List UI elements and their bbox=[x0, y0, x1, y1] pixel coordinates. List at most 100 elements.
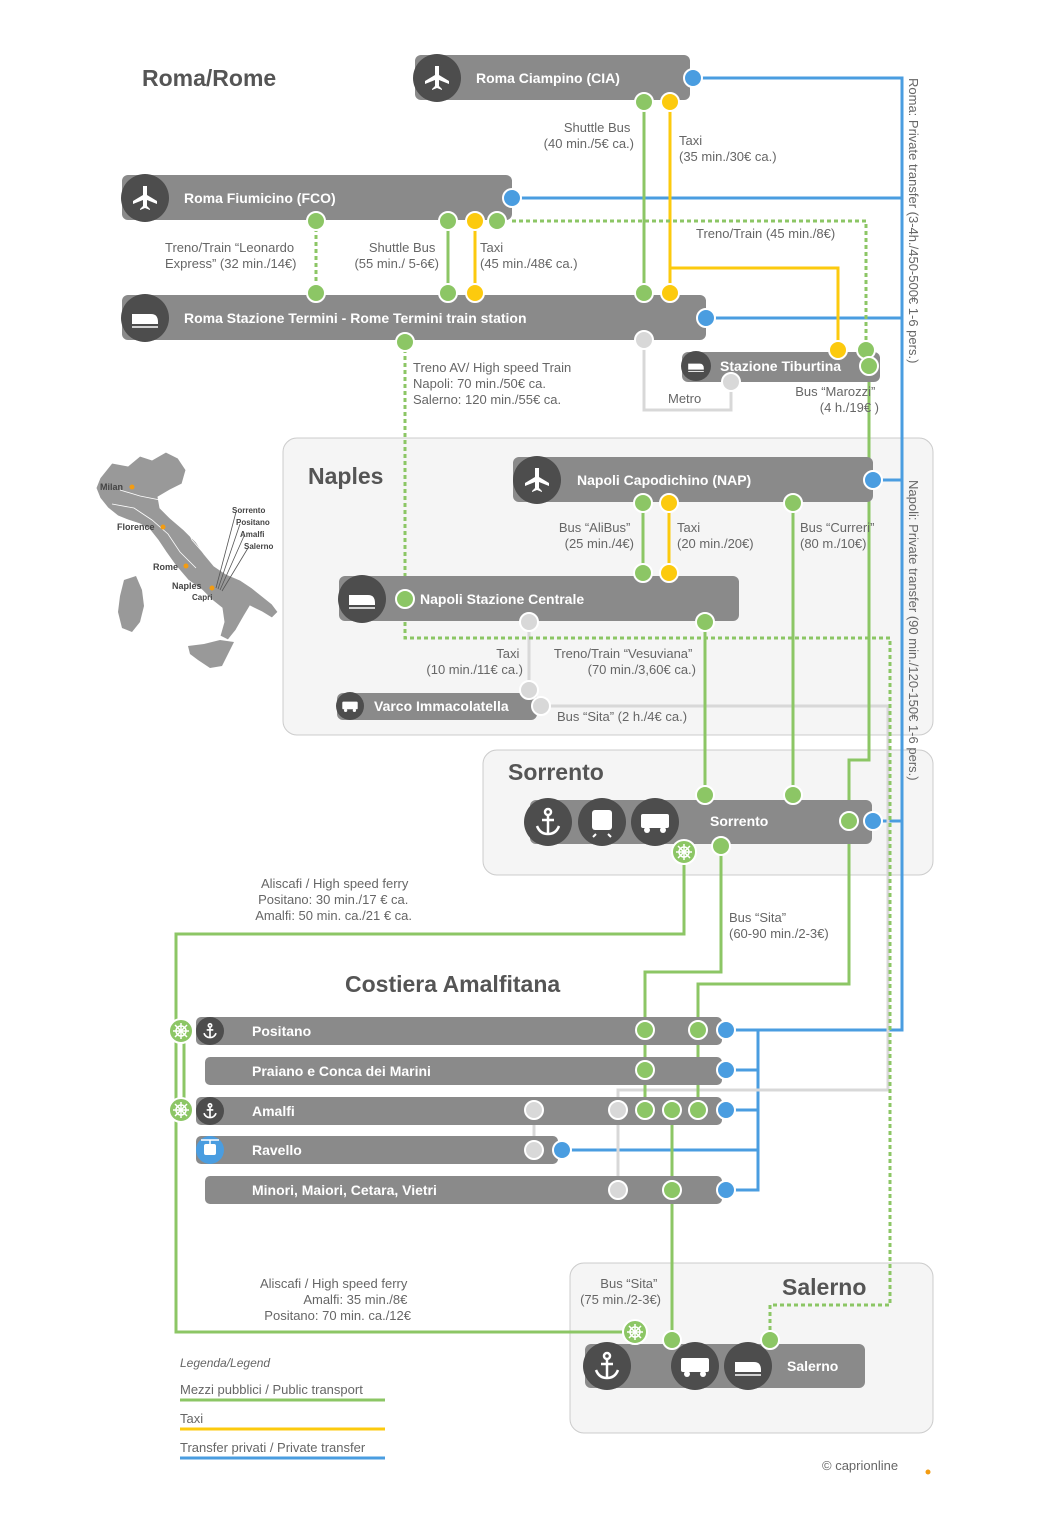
note-metro: Metro bbox=[668, 391, 701, 406]
bus-icon bbox=[641, 814, 669, 833]
note-sita-sorrento: Bus “Sita” (60-90 min./2-3€) bbox=[729, 910, 829, 941]
public-dot bbox=[438, 283, 458, 303]
public-dot bbox=[711, 836, 731, 856]
note-ferry-sorrento: Aliscafi / High speed ferry Positano: 30… bbox=[255, 876, 412, 923]
legend-taxi-label: Taxi bbox=[180, 1411, 203, 1426]
sardinia-shape bbox=[118, 576, 144, 632]
private-dot bbox=[716, 1060, 736, 1080]
train-icon bbox=[735, 1362, 761, 1376]
station-centrale[interactable]: Napoli Stazione Centrale bbox=[338, 575, 739, 623]
ship-wheel-icon bbox=[173, 1102, 189, 1118]
public-dot bbox=[783, 493, 803, 513]
public-dot bbox=[635, 1020, 655, 1040]
gray-dot bbox=[608, 1180, 628, 1200]
map-label-milan: Milan bbox=[100, 482, 123, 492]
anchor-icon bbox=[535, 807, 561, 836]
station-bar bbox=[205, 1057, 722, 1085]
station-varco[interactable]: Varco Immacolatella bbox=[336, 692, 537, 720]
ship-wheel-icon bbox=[173, 1023, 189, 1039]
city-dot-milan bbox=[129, 484, 135, 490]
anchor-icon bbox=[203, 1103, 217, 1119]
map-label-naples: Naples bbox=[172, 581, 202, 591]
gray-dot bbox=[524, 1140, 544, 1160]
station-capodichino[interactable]: Napoli Capodichino (NAP) bbox=[513, 456, 873, 504]
public-dot bbox=[688, 1020, 708, 1040]
public-dot bbox=[634, 92, 654, 112]
note-sita-varco: Bus “Sita” (2 h./4€ ca.) bbox=[557, 709, 687, 724]
gray-dot bbox=[531, 696, 551, 716]
sita-line-sorrento-positano bbox=[696, 821, 851, 1110]
public-dot bbox=[635, 1060, 655, 1080]
taxi-dot bbox=[828, 340, 848, 360]
public-dot bbox=[395, 589, 415, 609]
public-dot bbox=[306, 211, 326, 231]
public-dot bbox=[662, 1330, 682, 1350]
station-label-fiumicino: Roma Fiumicino (FCO) bbox=[184, 190, 336, 206]
icon-glyphs bbox=[132, 66, 761, 1380]
public-dot bbox=[633, 563, 653, 583]
taxi-dot bbox=[465, 283, 485, 303]
station-salerno[interactable]: Salerno bbox=[583, 1342, 865, 1390]
legend-title: Legenda/Legend bbox=[180, 1356, 270, 1370]
station-tiburtina[interactable]: Stazione Tiburtina bbox=[681, 351, 880, 382]
note-alibus: Bus “AliBus” (25 min./4€) bbox=[559, 520, 634, 551]
region-title-sorrento: Sorrento bbox=[508, 759, 604, 785]
train-icon bbox=[132, 314, 158, 328]
ferry-line-sorrento bbox=[174, 852, 686, 1334]
gray-dot bbox=[524, 1100, 544, 1120]
public-dot bbox=[487, 211, 507, 231]
gray-dot bbox=[608, 1100, 628, 1120]
bus-icon bbox=[681, 1358, 709, 1377]
private-dot bbox=[696, 308, 716, 328]
note-ciampino-taxi: Taxi (35 min./30€ ca.) bbox=[679, 133, 777, 164]
station-minori[interactable]: Minori, Maiori, Cetara, Vietri bbox=[205, 1176, 722, 1204]
train-icon bbox=[688, 363, 704, 372]
public-dot bbox=[438, 211, 458, 231]
station-sorrento[interactable]: Sorrento bbox=[524, 798, 872, 846]
map-label-capri: Capri bbox=[192, 593, 212, 602]
airplane-icon bbox=[525, 468, 549, 492]
taxi-dot bbox=[659, 493, 679, 513]
public-dot bbox=[635, 1100, 655, 1120]
private-transfer-line-coast bbox=[726, 1068, 760, 1192]
note-marozzi: Bus “Marozzi” (4 h./19€ ) bbox=[795, 384, 879, 415]
station-ciampino[interactable]: Roma Ciampino (CIA) bbox=[413, 54, 690, 102]
map-pointer-line bbox=[221, 547, 249, 592]
note-fco-shuttle: Shuttle Bus (55 min./ 5-6€) bbox=[354, 240, 439, 271]
private-dot bbox=[552, 1140, 572, 1160]
route-notes: Shuttle Bus (40 min./5€ ca.) Taxi (35 mi… bbox=[165, 78, 921, 1323]
station-ravello[interactable]: Ravello bbox=[196, 1136, 558, 1164]
note-vesuviana: Treno/Train “Vesuviana” (70 min./3,60€ c… bbox=[554, 646, 696, 677]
station-label-praiano: Praiano e Conca dei Marini bbox=[252, 1063, 431, 1079]
ship-wheel-icons bbox=[173, 844, 692, 1340]
public-dot bbox=[662, 1180, 682, 1200]
taxi-dot bbox=[660, 92, 680, 112]
public-dot bbox=[662, 1100, 682, 1120]
taxi-line-ciampino-tiburtina bbox=[670, 266, 840, 350]
ship-wheel-icon bbox=[676, 844, 692, 860]
map-label-positano: Positano bbox=[236, 518, 270, 527]
station-label-sorrento: Sorrento bbox=[710, 813, 768, 829]
tram-icon bbox=[592, 810, 612, 838]
private-dot bbox=[716, 1020, 736, 1040]
ship-wheel-icon bbox=[627, 1324, 643, 1340]
train-icon bbox=[349, 595, 375, 609]
note-sita-salerno: Bus “Sita” (75 min./2-3€) bbox=[580, 1276, 661, 1307]
gray-dot bbox=[519, 680, 539, 700]
gray-dot bbox=[721, 372, 741, 392]
note-fco-taxi: Taxi (45 min./48€ ca.) bbox=[480, 240, 578, 271]
anchor-icon bbox=[203, 1023, 217, 1039]
region-borders bbox=[119, 489, 221, 571]
station-label-positano: Positano bbox=[252, 1023, 311, 1039]
credit-logo: © caprionline bbox=[822, 1458, 898, 1473]
bus-icon bbox=[342, 701, 358, 713]
note-termini-av: Treno AV/ High speed Train Napoli: 70 mi… bbox=[413, 360, 575, 407]
public-dot bbox=[634, 283, 654, 303]
station-bar bbox=[196, 1017, 722, 1045]
station-praiano[interactable]: Praiano e Conca dei Marini bbox=[205, 1057, 722, 1085]
private-transfer-line-roma bbox=[694, 76, 904, 1032]
station-termini[interactable]: Roma Stazione Termini - Rome Termini tra… bbox=[121, 294, 706, 342]
anchor-icon bbox=[594, 1351, 620, 1380]
station-label-amalfi: Amalfi bbox=[252, 1103, 295, 1119]
airplane-icon bbox=[133, 186, 157, 210]
